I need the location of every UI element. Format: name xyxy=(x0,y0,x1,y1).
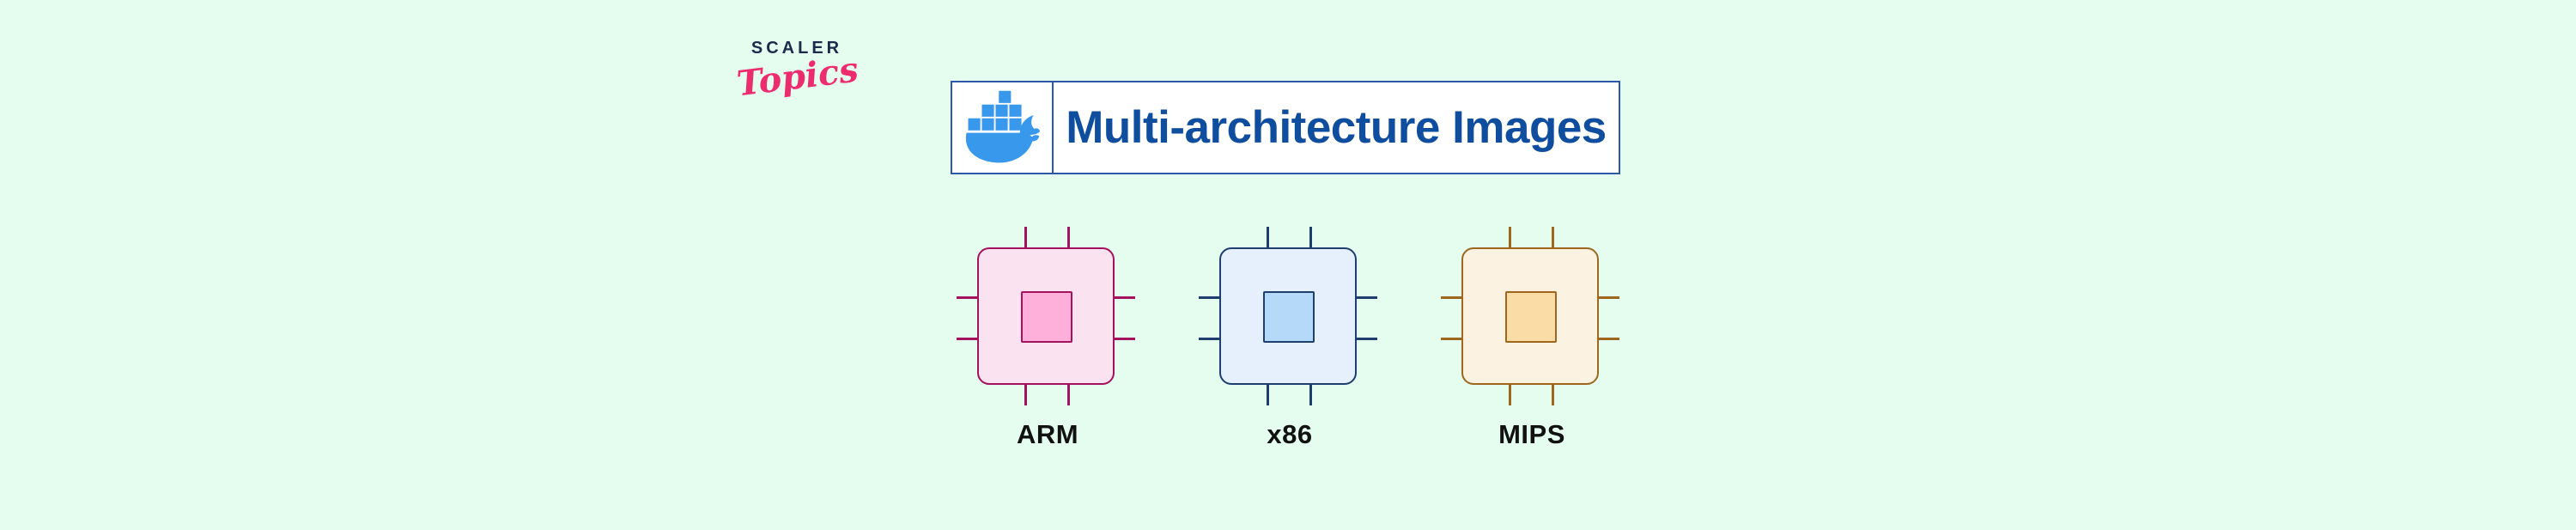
chip-pin xyxy=(1024,227,1027,249)
chip-pin xyxy=(1267,227,1269,249)
chip-pin xyxy=(1067,227,1070,249)
docker-icon-cell xyxy=(952,82,1054,173)
chip-core xyxy=(1505,291,1557,343)
chip-pin xyxy=(1552,383,1554,405)
chip-pin xyxy=(1113,338,1135,340)
chip-pin xyxy=(1552,227,1554,249)
chip-pin xyxy=(1509,383,1511,405)
chip-label-x86: x86 xyxy=(1267,419,1313,449)
chip-pin xyxy=(1067,383,1070,405)
logo-brand-wordmark: SCALER xyxy=(750,39,843,58)
chip-pin xyxy=(957,296,979,299)
scaler-topics-logo: SCALER Topics xyxy=(735,38,861,104)
title-banner: Multi-architecture Images xyxy=(951,81,1620,174)
chip-pin xyxy=(1597,296,1619,299)
chip-core xyxy=(1021,291,1072,343)
chip-pin xyxy=(1267,383,1269,405)
chip-pin xyxy=(1113,296,1135,299)
chip-arm: ARM xyxy=(957,227,1135,449)
chip-x86: x86 xyxy=(1199,227,1377,449)
chip-core xyxy=(1263,291,1315,343)
logo-product-script: Topics xyxy=(734,49,861,105)
chip-pin xyxy=(1199,338,1221,340)
chip-label-arm: ARM xyxy=(1016,419,1079,449)
chip-pin xyxy=(1509,227,1511,249)
chip-mips: MIPS xyxy=(1441,227,1619,449)
chip-pin xyxy=(1441,296,1463,299)
chip-pin xyxy=(1355,296,1377,299)
chip-pin xyxy=(1355,338,1377,340)
chip-pin xyxy=(1024,383,1027,405)
docker-whale-icon xyxy=(965,90,1041,162)
chip-pin xyxy=(1309,227,1312,249)
chip-pin xyxy=(957,338,979,340)
page-title: Multi-architecture Images xyxy=(1066,102,1607,153)
chip-label-mips: MIPS xyxy=(1498,419,1565,449)
chip-pin xyxy=(1309,383,1312,405)
chip-pin xyxy=(1597,338,1619,340)
chip-pin xyxy=(1441,338,1463,340)
chip-pin xyxy=(1199,296,1221,299)
